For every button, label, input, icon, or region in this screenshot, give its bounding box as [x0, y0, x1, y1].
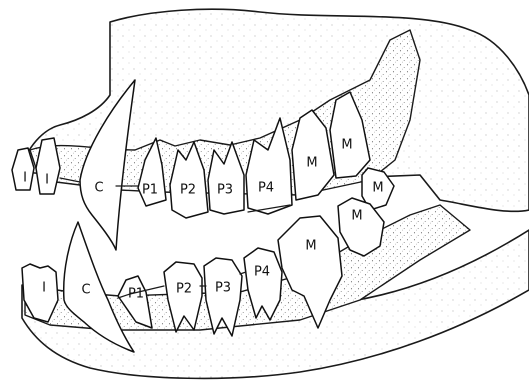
upper-premolar-1-label: P1 — [142, 183, 158, 198]
upper-molar-1-label: M — [306, 156, 317, 171]
lower-canine-label: C — [81, 283, 90, 298]
upper-incisor-1-label: I — [23, 171, 27, 186]
upper-molar-2-label: M — [341, 138, 352, 153]
lower-molar-1-label: M — [305, 239, 316, 254]
lower-molar-2-label: M — [351, 209, 362, 224]
upper-premolar-4-label: P4 — [258, 181, 274, 196]
upper-premolar-2-label: P2 — [180, 183, 196, 198]
lower-premolar-4-label: P4 — [254, 265, 270, 280]
upper-canine-label: C — [94, 181, 103, 196]
upper-premolar-3-label: P3 — [217, 183, 233, 198]
lower-premolar-3-label: P3 — [215, 281, 231, 296]
upper-incisor-2-label: I — [45, 173, 49, 188]
upper-molar-3-label: M — [372, 181, 383, 196]
lower-incisor-label: I — [42, 281, 46, 296]
lower-premolar-1-label: P1 — [128, 287, 144, 302]
lower-premolar-2-label: P2 — [176, 282, 192, 297]
